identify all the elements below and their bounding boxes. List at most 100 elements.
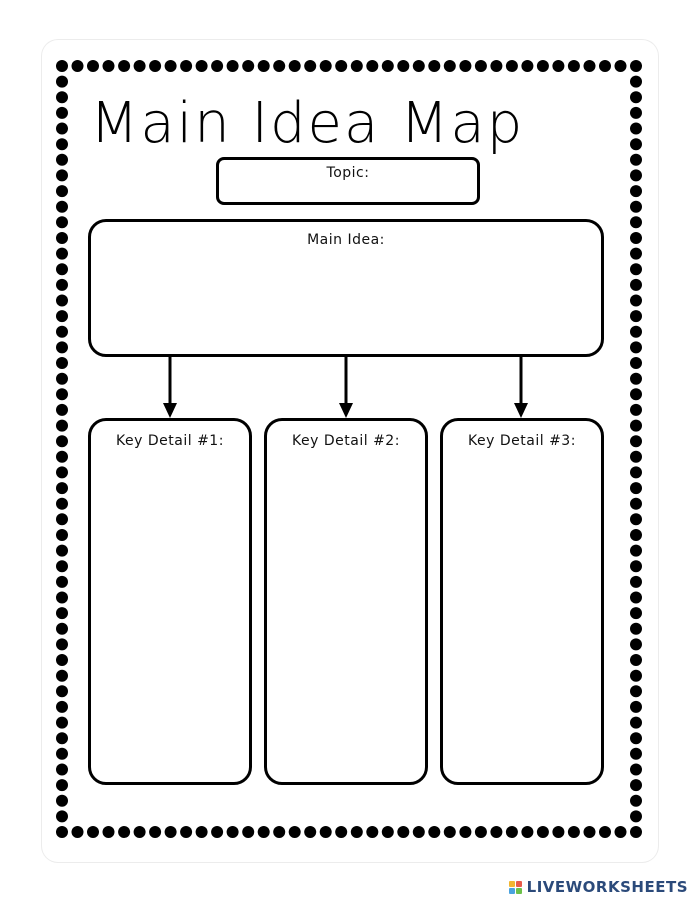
main-idea-box[interactable]: Main Idea: <box>88 219 604 357</box>
border-dot <box>56 482 68 495</box>
border-dot <box>630 529 642 541</box>
border-dot <box>56 732 68 745</box>
border-dot <box>397 60 410 72</box>
border-dot <box>583 826 596 838</box>
border-dot <box>366 60 379 72</box>
border-dot <box>630 685 642 698</box>
arrow-to-key-detail-1 <box>163 357 177 418</box>
border-dot <box>474 826 487 838</box>
border-dot <box>459 60 472 72</box>
border-dot <box>56 419 68 432</box>
border-dot <box>102 60 115 72</box>
border-dot <box>630 310 642 323</box>
arrow-to-key-detail-2 <box>339 357 353 418</box>
border-dot <box>599 826 611 838</box>
border-dot <box>257 826 270 838</box>
border-dot <box>443 60 456 72</box>
border-dot <box>630 388 642 401</box>
border-dot <box>56 669 68 682</box>
border-dot <box>56 497 68 510</box>
border-dot <box>164 60 177 72</box>
border-dot <box>56 372 68 385</box>
border-dot <box>180 60 193 72</box>
border-dot <box>614 826 627 838</box>
border-dot <box>381 826 394 838</box>
topic-box[interactable]: Topic: <box>216 157 480 205</box>
border-dot <box>304 826 317 838</box>
key-detail-1-box[interactable]: Key Detail #1: <box>88 418 252 785</box>
border-dot <box>505 826 518 838</box>
border-dot <box>133 60 146 72</box>
border-dot <box>56 544 68 557</box>
border-dot <box>490 60 503 72</box>
border-dot <box>56 826 68 838</box>
border-dot <box>56 263 68 276</box>
border-dot <box>630 247 642 260</box>
border-dot <box>56 341 68 354</box>
border-dot <box>443 826 456 838</box>
border-dot <box>630 544 642 557</box>
border-dot <box>552 826 565 838</box>
liveworksheets-brand[interactable]: LIVEWORKSHEETS <box>508 876 688 898</box>
border-dot <box>319 60 332 72</box>
border-dot <box>56 325 68 338</box>
border-dot <box>567 826 580 838</box>
border-dot <box>56 232 68 244</box>
border-dot <box>71 826 84 838</box>
border-dot <box>335 826 348 838</box>
key-detail-3-box[interactable]: Key Detail #3: <box>440 418 604 785</box>
border-dot <box>630 169 642 182</box>
border-dot <box>505 60 518 72</box>
border-dot <box>56 591 68 604</box>
border-dot <box>56 357 68 369</box>
border-dot <box>521 60 534 72</box>
border-dot <box>56 529 68 541</box>
border-dot <box>149 826 162 838</box>
border-dot <box>583 60 596 72</box>
key-detail-2-box[interactable]: Key Detail #2: <box>264 418 428 785</box>
border-dot <box>630 654 642 666</box>
border-dot <box>412 60 425 72</box>
border-dot <box>552 60 565 72</box>
border-dot <box>630 638 642 651</box>
border-dot <box>56 810 68 823</box>
border-dot <box>56 60 68 72</box>
border-dot <box>56 200 68 213</box>
border-dot <box>630 482 642 495</box>
border-dots <box>56 60 642 838</box>
border-dot <box>87 60 99 72</box>
border-dot <box>536 60 549 72</box>
border-dot <box>319 826 332 838</box>
border-dot <box>56 153 68 166</box>
border-dot <box>56 716 68 729</box>
border-dot <box>56 388 68 401</box>
border-dot <box>56 466 68 479</box>
border-dot <box>118 60 131 72</box>
border-dot <box>630 763 642 776</box>
border-dot <box>56 294 68 307</box>
border-dot <box>56 75 68 88</box>
key-detail-1-label: Key Detail #1: <box>116 433 224 449</box>
border-dot <box>195 60 208 72</box>
border-dot <box>630 732 642 745</box>
border-dot <box>630 122 642 135</box>
border-dot <box>366 826 379 838</box>
border-dot <box>56 779 68 792</box>
border-dot <box>273 826 286 838</box>
border-dot <box>599 60 611 72</box>
border-dot <box>56 607 68 620</box>
border-dot <box>56 794 68 807</box>
border-dot <box>56 91 68 104</box>
border-dot <box>56 138 68 151</box>
border-dot <box>630 826 642 838</box>
border-dot <box>273 60 286 72</box>
border-dot <box>630 669 642 682</box>
border-dot <box>87 826 99 838</box>
border-dot <box>56 247 68 260</box>
border-dot <box>630 294 642 307</box>
border-dot <box>521 826 534 838</box>
border-dot <box>397 826 410 838</box>
border-dot <box>630 153 642 166</box>
border-dot <box>474 60 487 72</box>
border-dot <box>211 60 224 72</box>
